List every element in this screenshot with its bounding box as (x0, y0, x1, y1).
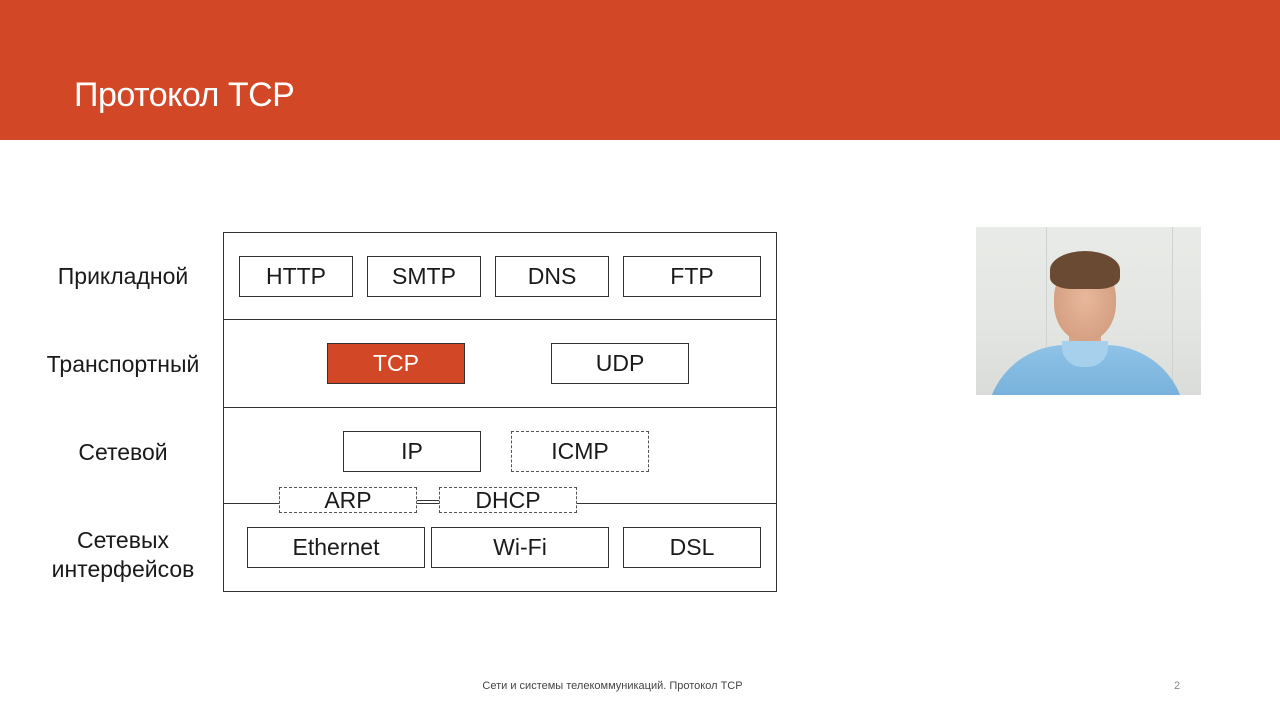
presenter-video (976, 227, 1201, 395)
protocol-tcp: TCP (327, 343, 465, 384)
layer-label-interface-line2: интерфейсов (51, 556, 195, 582)
title-banner (0, 0, 1280, 140)
protocol-smtp: SMTP (367, 256, 481, 297)
slide-title: Протокол TCP (74, 76, 295, 114)
protocol-wifi: Wi-Fi (431, 527, 609, 568)
protocol-ftp: FTP (623, 256, 761, 297)
slide-page-number: 2 (1174, 680, 1181, 692)
divider-transport-network (223, 407, 777, 408)
webcam-background-line (1172, 227, 1173, 395)
protocol-dsl: DSL (623, 527, 761, 568)
layer-label-application: Прикладной (57, 263, 189, 289)
webcam-background-line (1046, 227, 1047, 395)
slide-footer: Сети и системы телекоммуникаций. Протоко… (482, 680, 743, 692)
presenter-hair (1050, 251, 1120, 289)
protocol-ethernet: Ethernet (247, 527, 425, 568)
layer-label-interface-line1: Сетевых (77, 527, 169, 553)
protocol-udp: UDP (551, 343, 689, 384)
protocol-arp: ARP (279, 487, 417, 513)
arp-dhcp-connector (416, 500, 440, 501)
protocol-icmp: ICMP (511, 431, 649, 472)
protocol-stack-frame (223, 232, 777, 592)
divider-application-transport (223, 319, 777, 320)
protocol-ip: IP (343, 431, 481, 472)
layer-label-transport: Транспортный (46, 351, 200, 377)
layer-label-network: Сетевой (78, 439, 168, 465)
presenter-collar (1062, 341, 1108, 367)
protocol-http: HTTP (239, 256, 353, 297)
protocol-dhcp: DHCP (439, 487, 577, 513)
protocol-dns: DNS (495, 256, 609, 297)
